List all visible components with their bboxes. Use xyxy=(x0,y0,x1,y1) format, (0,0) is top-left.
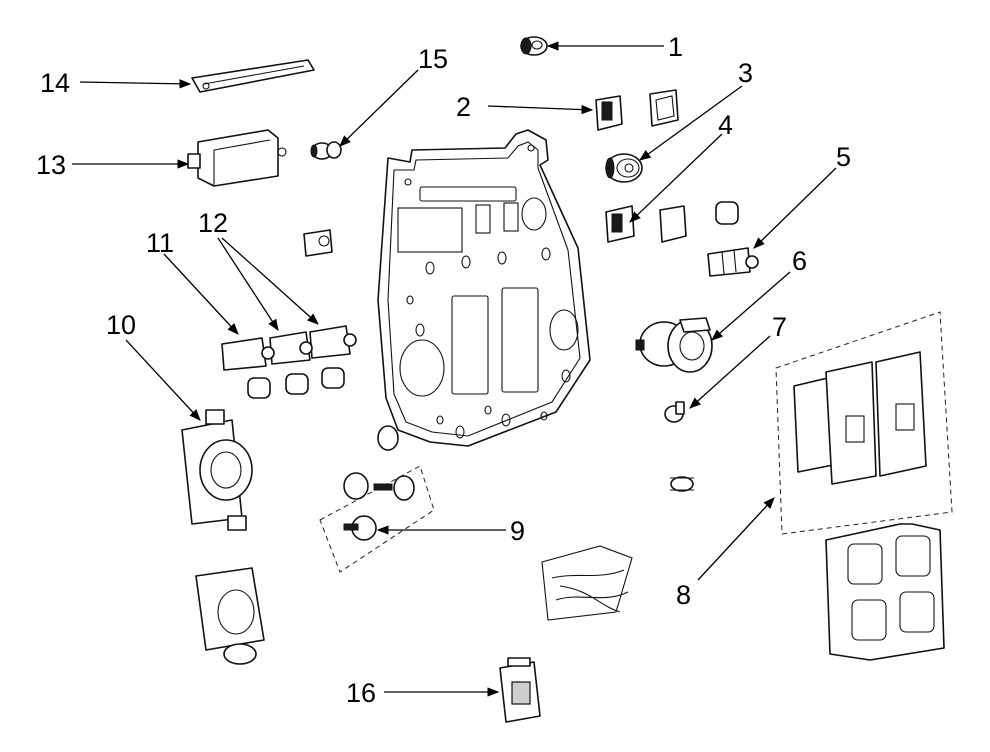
callout-10: 10 xyxy=(106,310,136,340)
part-2-rocker-switch xyxy=(595,89,679,131)
part-13-hour-meter xyxy=(187,129,287,187)
part-9-terminal-hardware xyxy=(319,425,435,573)
part-14-handle xyxy=(191,59,315,93)
part-11-12-breakers xyxy=(221,229,357,399)
part-4-rocker-switch xyxy=(605,201,739,243)
callout-7: 7 xyxy=(772,312,787,342)
callout-14: 14 xyxy=(40,68,70,98)
part-8-gfci-outlets xyxy=(775,311,953,661)
callout-labels: 1 2 3 4 5 6 7 8 9 10 11 12 13 14 15 16 xyxy=(36,32,851,708)
callout-12: 12 xyxy=(198,208,228,238)
callout-6: 6 xyxy=(792,246,807,276)
callout-8: 8 xyxy=(676,580,691,610)
part-3-power-button xyxy=(605,153,643,183)
control-panel-plate xyxy=(377,129,591,447)
part-1-knob xyxy=(520,36,548,56)
part-5-breaker xyxy=(707,247,759,277)
part-15-indicator-light xyxy=(310,141,342,160)
part-7-fitting xyxy=(664,401,694,492)
callout-1: 1 xyxy=(668,32,683,62)
callout-3: 3 xyxy=(738,58,753,88)
callout-11: 11 xyxy=(146,228,174,258)
callout-13: 13 xyxy=(36,150,66,180)
callout-9: 9 xyxy=(510,516,525,546)
part-10-twist-lock-receptacle xyxy=(181,409,265,665)
callout-5: 5 xyxy=(836,142,851,172)
callout-16: 16 xyxy=(346,678,376,708)
wiring-harness xyxy=(541,545,633,621)
part-16-relay-box xyxy=(499,657,541,723)
callout-4: 4 xyxy=(718,110,733,140)
callout-2: 2 xyxy=(456,92,471,122)
callout-15: 15 xyxy=(418,44,448,74)
part-6-12v-socket xyxy=(635,317,713,373)
leader-lines xyxy=(72,41,837,697)
